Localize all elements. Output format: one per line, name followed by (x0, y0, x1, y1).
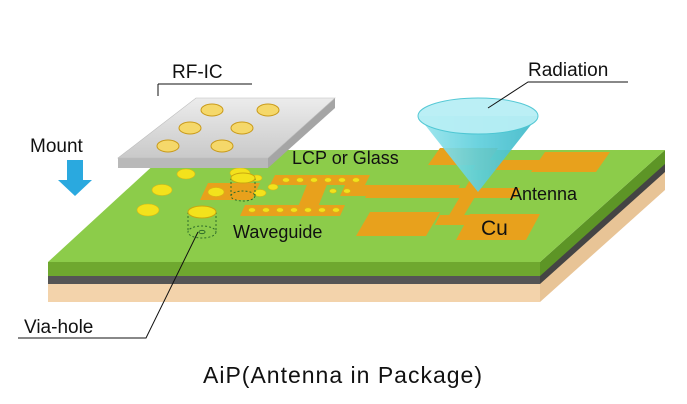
pad (310, 177, 318, 183)
figure-caption: AiP(Antenna in Package) (203, 362, 483, 388)
chip-bumps (156, 103, 280, 153)
label-radiation: Radiation (528, 60, 608, 81)
pad (324, 177, 332, 183)
arrow-down-icon (58, 160, 92, 196)
pads (136, 167, 360, 217)
pad (282, 177, 290, 183)
cone-icon (418, 116, 538, 192)
label-rf-ic: RF-IC (172, 62, 223, 83)
label-antenna: Antenna (510, 184, 578, 204)
base-layer-front (48, 282, 540, 302)
label-via-hole: Via-hole (24, 317, 93, 338)
pad (338, 177, 346, 183)
bump (200, 103, 224, 117)
label-waveguide: Waveguide (233, 222, 322, 242)
label-mount: Mount (30, 136, 84, 157)
bump (230, 121, 254, 135)
chip-front (118, 158, 268, 168)
cone-top (417, 97, 539, 135)
label-lcp-or-glass: LCP or Glass (292, 148, 399, 168)
bump (210, 139, 234, 153)
antenna-patch-right-top (531, 152, 610, 172)
antenna-patch-left-bottom (356, 212, 440, 236)
pad (296, 177, 304, 183)
label-cu: Cu (481, 217, 508, 240)
radiation-cone (417, 97, 539, 192)
pad (276, 207, 284, 213)
feed-line-riser (445, 180, 485, 222)
via-hole-leader (18, 231, 199, 339)
pad (253, 189, 267, 197)
pad (304, 207, 312, 213)
pad (151, 184, 173, 196)
dark-layer-side (540, 163, 665, 284)
chip-side (268, 98, 335, 168)
pad (176, 168, 196, 180)
leader-lines (18, 81, 628, 339)
bump (156, 139, 180, 153)
substrate-front (48, 262, 540, 276)
dark-layer-front (48, 275, 540, 284)
via-holes (187, 172, 256, 239)
radiation-leader (487, 81, 628, 109)
pad (207, 187, 225, 197)
pad (267, 183, 279, 191)
bump (178, 121, 202, 135)
rf-ic-chip (117, 97, 336, 168)
pad (248, 207, 256, 213)
pad (343, 188, 351, 194)
substrate-side (540, 150, 665, 276)
pad (136, 203, 160, 217)
bump (256, 103, 280, 117)
pad (318, 207, 326, 213)
pad (290, 207, 298, 213)
base-layer-side (540, 170, 665, 302)
feed-line-main (365, 188, 520, 198)
substrate-stack (48, 150, 665, 302)
via-hole-front (187, 205, 217, 239)
pad (352, 177, 360, 183)
pad (332, 207, 340, 213)
pad (329, 188, 337, 194)
pad (262, 207, 270, 213)
antenna-patch-right-bottom (456, 214, 540, 240)
via-hole-back (230, 172, 256, 202)
waveguide-vertical (296, 177, 330, 212)
